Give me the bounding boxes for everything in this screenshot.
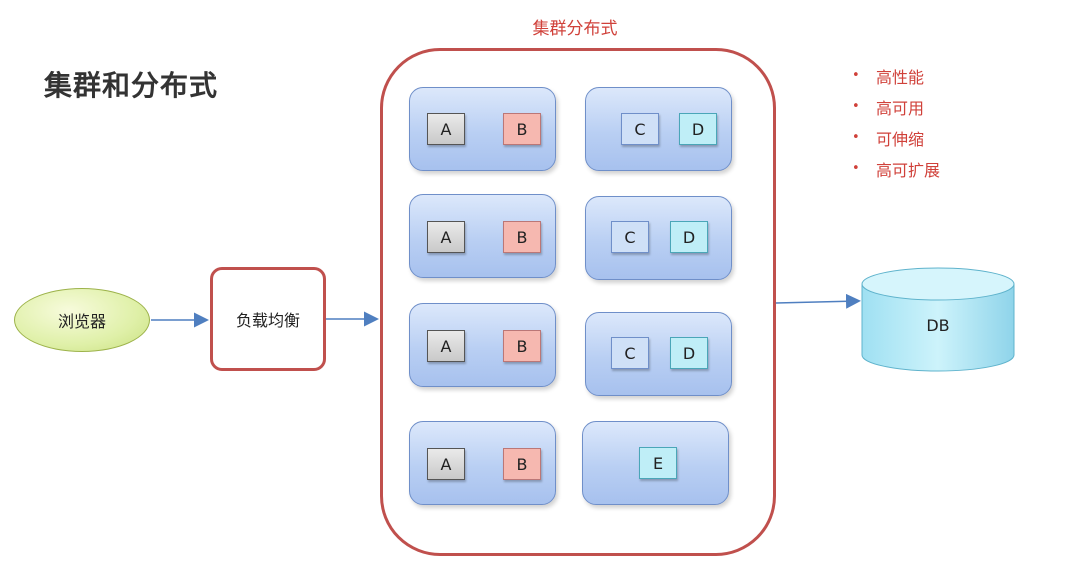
server-node-cd: C D <box>585 196 732 280</box>
server-node-e: E <box>582 421 729 505</box>
service-b: B <box>503 113 541 145</box>
load-balancer-node: 负载均衡 <box>210 267 326 371</box>
bullet-icon: • <box>852 161 860 176</box>
service-a: A <box>427 221 465 253</box>
arrow-cluster-to-db <box>775 293 861 309</box>
browser-node: 浏览器 <box>14 288 150 352</box>
feature-item: • 高性能 <box>852 60 940 91</box>
server-node-cd: C D <box>585 312 732 396</box>
bullet-icon: • <box>852 99 860 114</box>
server-node-cd: C D <box>585 87 732 171</box>
service-c: C <box>611 221 649 253</box>
feature-text: 高可用 <box>876 98 925 118</box>
feature-text: 高可扩展 <box>876 160 941 180</box>
bullet-icon: • <box>852 130 860 145</box>
bullet-icon: • <box>852 68 860 83</box>
service-b: B <box>503 330 541 362</box>
service-a: A <box>427 113 465 145</box>
service-e: E <box>639 447 677 479</box>
service-c: C <box>611 337 649 369</box>
server-node-ab: A B <box>409 303 556 387</box>
service-b: B <box>503 448 541 480</box>
feature-text: 高性能 <box>876 67 925 87</box>
service-d: D <box>670 221 708 253</box>
load-balancer-label: 负载均衡 <box>235 311 300 330</box>
service-d: D <box>679 113 717 145</box>
feature-item: • 可伸缩 <box>852 122 940 153</box>
database-label: DB <box>926 316 950 335</box>
service-c: C <box>621 113 659 145</box>
database-cylinder <box>861 267 1015 372</box>
service-a: A <box>427 448 465 480</box>
server-node-ab: A B <box>409 421 556 505</box>
service-d: D <box>670 337 708 369</box>
cluster-label: 集群分布式 <box>532 19 618 39</box>
feature-item: • 高可用 <box>852 91 940 122</box>
server-node-ab: A B <box>409 87 556 171</box>
service-a: A <box>427 330 465 362</box>
browser-label: 浏览器 <box>57 312 106 331</box>
feature-list: • 高性能 • 高可用 • 可伸缩 • 高可扩展 <box>852 60 940 184</box>
diagram-title: 集群和分布式 <box>44 69 219 102</box>
feature-text: 可伸缩 <box>876 129 925 149</box>
server-node-ab: A B <box>409 194 556 278</box>
feature-item: • 高可扩展 <box>852 153 940 184</box>
service-b: B <box>503 221 541 253</box>
